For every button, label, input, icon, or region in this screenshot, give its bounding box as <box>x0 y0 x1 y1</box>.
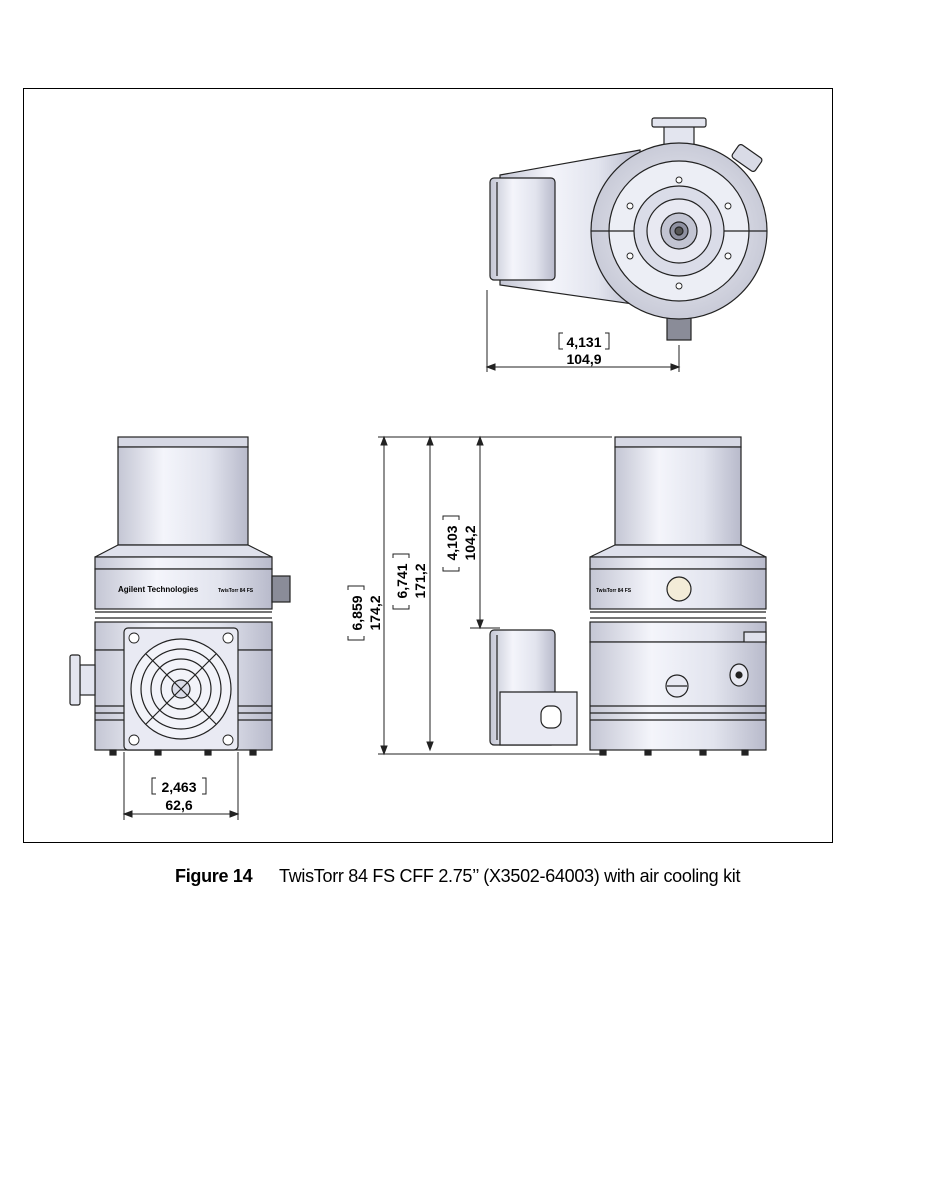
front-view <box>70 437 290 755</box>
side-view <box>490 437 766 755</box>
model-label-side: TwisTorr 84 FS <box>596 588 632 594</box>
fan-top-height-mm: 104,2 <box>462 525 478 560</box>
total-height-inch: 6,859 <box>349 595 365 630</box>
body-height-inch: 6,741 <box>394 563 410 598</box>
body-height-mm: 171,2 <box>412 563 428 598</box>
top-width-inch: 4,131 <box>566 334 601 350</box>
total-height-mm: 174,2 <box>367 595 383 630</box>
fan-width-mm: 62,6 <box>165 797 192 813</box>
top-view <box>490 118 767 340</box>
figure-caption-text: TwisTorr 84 FS CFF 2.75’’ (X3502-64003) … <box>279 866 740 886</box>
figure-number: Figure 14 <box>175 866 279 887</box>
fan-top-height-inch: 4,103 <box>444 525 460 560</box>
model-label-front: TwisTorr 84 FS <box>218 588 254 594</box>
top-width-mm: 104,9 <box>566 351 601 367</box>
brand-logo-text: Agilent Technologies <box>118 585 199 594</box>
fan-width-inch: 2,463 <box>161 779 196 795</box>
